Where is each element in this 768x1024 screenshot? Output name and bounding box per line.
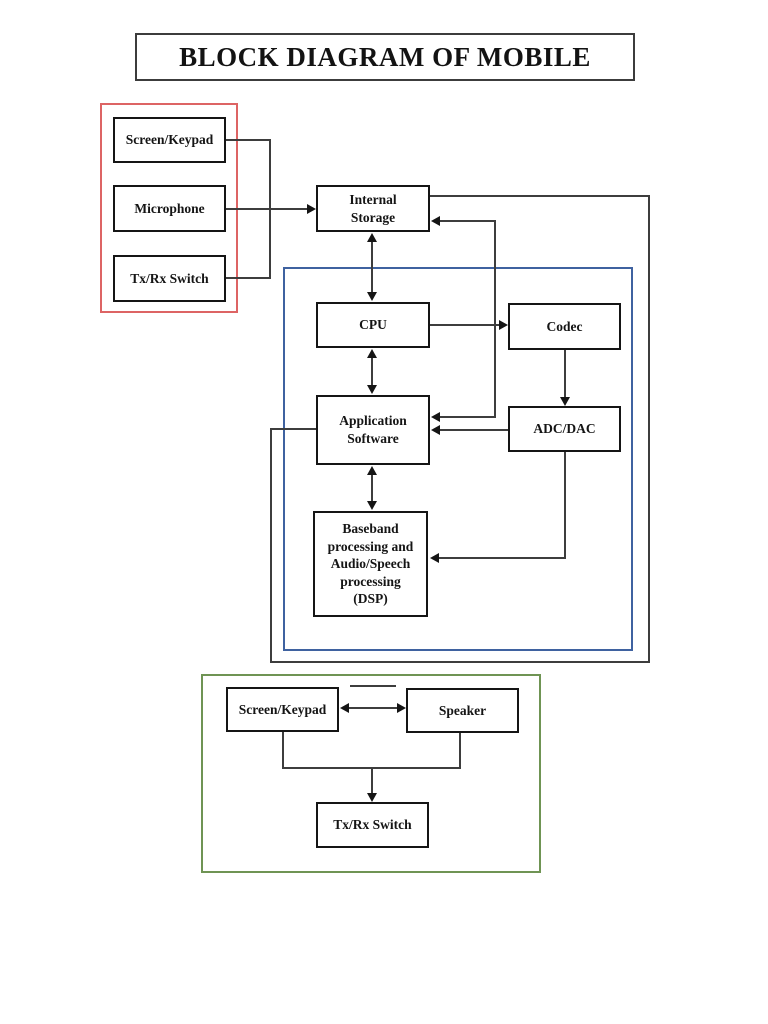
connector-storage-to-right — [430, 195, 650, 197]
arrow-into-speaker — [397, 703, 406, 713]
artifact-line-above-speaker-arrow — [350, 685, 396, 687]
connector-into-app-software-left — [270, 428, 318, 430]
arrow-to-app-software-bottom — [367, 466, 377, 475]
output-group-frame — [201, 674, 541, 873]
node-adc-dac: ADC/DAC — [508, 406, 621, 452]
node-cpu: CPU — [316, 302, 430, 348]
connector-adc-to-app-software — [440, 429, 508, 431]
connector-screen-speaker — [347, 707, 398, 709]
arrow-into-codec — [499, 320, 508, 330]
arrow-to-cpu-bottom — [367, 349, 377, 358]
node-speaker: Speaker — [406, 688, 519, 733]
node-txrx-switch-output: Tx/Rx Switch — [316, 802, 429, 848]
arrow-into-screen-keypad-2 — [340, 703, 349, 713]
connector-outer-right — [648, 195, 650, 663]
connector-txrx-out — [226, 277, 271, 279]
connector-screen2-down — [282, 732, 284, 769]
diagram-title: BLOCK DIAGRAM OF MOBILE — [135, 33, 635, 81]
arrow-into-baseband — [430, 553, 439, 563]
connector-outer-left — [270, 428, 272, 663]
node-screen-keypad-input: Screen/Keypad — [113, 117, 226, 163]
connector-side-to-app-software — [440, 416, 496, 418]
connector-outer-bottom — [270, 661, 650, 663]
node-screen-keypad-output: Screen/Keypad — [226, 687, 339, 732]
arrow-to-storage-bottom — [367, 233, 377, 242]
arrow-into-adc — [560, 397, 570, 406]
connector-cpu-app-software — [371, 352, 373, 390]
connector-cpu-to-codec — [430, 324, 500, 326]
arrow-to-cpu-top — [367, 292, 377, 301]
connector-speaker-down — [459, 733, 461, 769]
arrow-into-app-software-upper — [431, 412, 440, 422]
connector-adc-to-baseband — [439, 557, 566, 559]
connector-screen-keypad-out — [226, 139, 271, 141]
connector-adc-down — [564, 452, 566, 559]
connector-to-txrx2 — [371, 768, 373, 794]
arrow-to-app-software-top — [367, 385, 377, 394]
arrow-into-app-software-lower — [431, 425, 440, 435]
node-application-software: Application Software — [316, 395, 430, 465]
node-txrx-switch-input: Tx/Rx Switch — [113, 255, 226, 302]
arrow-into-txrx2 — [367, 793, 377, 802]
processing-group-frame — [283, 267, 633, 651]
connector-storage-cpu — [371, 238, 373, 296]
connector-app-software-baseband — [371, 469, 373, 507]
connector-codec-to-adc — [564, 350, 566, 398]
connector-side-to-storage — [440, 220, 496, 222]
node-internal-storage: Internal Storage — [316, 185, 430, 232]
connector-side-vertical — [494, 220, 496, 418]
connector-microphone-to-storage — [226, 208, 308, 210]
node-microphone: Microphone — [113, 185, 226, 232]
node-codec: Codec — [508, 303, 621, 350]
arrow-into-storage-right — [431, 216, 440, 226]
arrow-to-baseband-top — [367, 501, 377, 510]
node-baseband-dsp: Baseband processing and Audio/Speech pro… — [313, 511, 428, 617]
arrow-into-storage-left — [307, 204, 316, 214]
